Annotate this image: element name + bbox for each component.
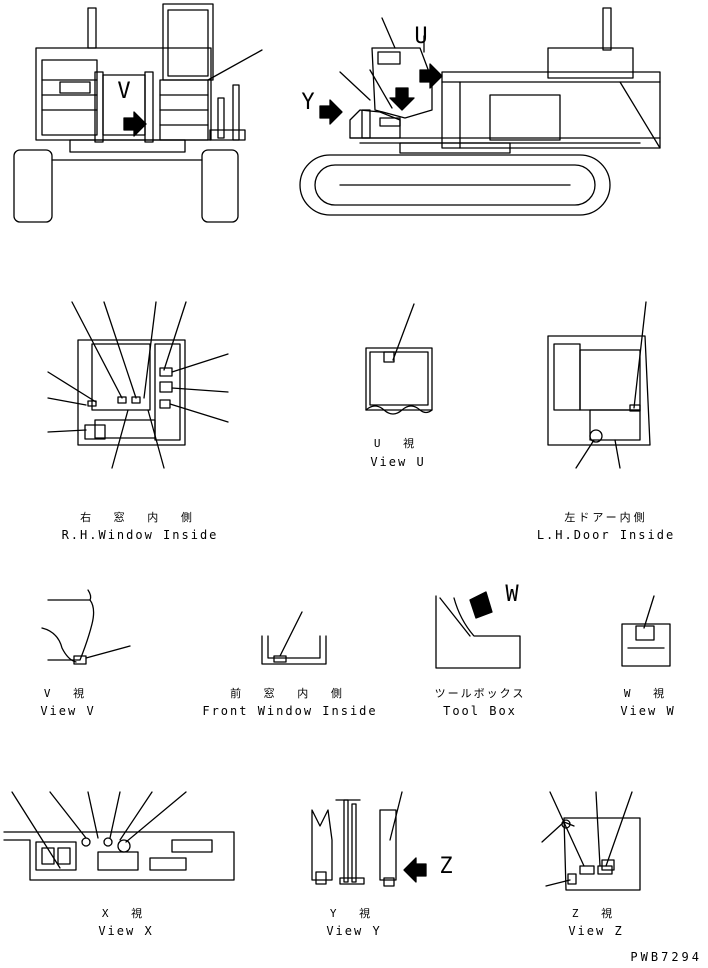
view-x-label-jp: X 視 (101, 907, 151, 920)
view-w-label-en: View W (620, 704, 676, 718)
lh-door-inside-drawing (547, 301, 651, 469)
tool-box-label-jp: ツールボックス (434, 687, 526, 700)
view-v-label-jp: V 視 (43, 687, 93, 700)
front-window-inside-drawing (261, 611, 327, 665)
view-y-drawing (311, 791, 427, 887)
rh-window-label-en: R.H.Window Inside (61, 528, 219, 542)
callout-z: Z (439, 854, 453, 879)
view-y-label-en: View Y (326, 924, 382, 938)
rh-window-label-jp: 右 窓 内 側 (80, 511, 200, 524)
callout-w: W (505, 582, 519, 607)
lh-door-label-jp: 左ドアー内側 (564, 511, 648, 524)
callout-v: V (117, 79, 131, 104)
tool-box-label-en: Tool Box (443, 704, 517, 718)
view-z-drawing (541, 791, 641, 891)
front-window-label-jp: 前 窓 内 側 (230, 687, 350, 700)
view-y-label-jp: Y 視 (329, 907, 379, 920)
machine-front-view (13, 3, 263, 223)
view-v-label-en: View V (40, 704, 96, 718)
view-u-label-en: View U (370, 455, 426, 469)
lh-door-label-en: L.H.Door Inside (536, 528, 676, 542)
view-x-label-en: View X (98, 924, 154, 938)
view-v-drawing (41, 589, 131, 665)
rh-window-inside-drawing (47, 301, 229, 469)
tool-box-drawing (435, 591, 521, 669)
drawing-number: PWB7294 (630, 950, 702, 964)
view-u-label-jp: U 視 (373, 437, 423, 450)
view-w-label-jp: W 視 (623, 687, 673, 700)
callout-y: Y (301, 90, 315, 115)
front-window-label-en: Front Window Inside (202, 704, 378, 718)
view-z-label-en: View Z (568, 924, 624, 938)
view-z-label-jp: Z 視 (571, 907, 621, 920)
view-x-drawing (3, 791, 235, 881)
machine-side-view (299, 7, 661, 216)
callout-u: U (414, 24, 428, 49)
view-u-drawing (365, 303, 433, 415)
view-w-drawing (621, 595, 671, 667)
